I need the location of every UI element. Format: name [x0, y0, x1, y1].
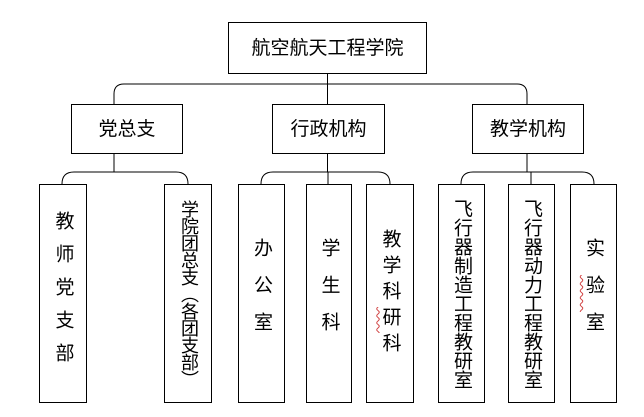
- teaching-research-label: 教学科研科: [380, 229, 402, 359]
- root-box: 航空航天工程学院: [228, 22, 427, 74]
- laboratory-part-b: 室: [583, 312, 605, 349]
- teaching-research-part-b: 科: [379, 332, 402, 359]
- student-affairs-label: 学生科: [318, 238, 341, 349]
- laboratory-spellcheck-mark: 验: [583, 275, 605, 312]
- aircraft-power-box: 飞行器动力工程教研室: [508, 184, 555, 403]
- root-label: 航空航天工程学院: [251, 36, 404, 59]
- teacher-party-branch-box: 教师党支部: [39, 184, 87, 403]
- laboratory-text: 实验室: [583, 238, 605, 349]
- aircraft-manufacturing-label: 飞行器制造工程教研室: [451, 198, 473, 389]
- youth-league-label: 学院团总支（各团支部）: [178, 200, 199, 387]
- aircraft-manufacturing-box: 飞行器制造工程教研室: [438, 184, 485, 403]
- teaching-research-text: 教学科研科: [380, 229, 402, 359]
- teaching-research-box: 教学科研科: [366, 184, 414, 403]
- laboratory-part-a: 实: [583, 238, 605, 275]
- connector-admin-bar: [260, 171, 391, 185]
- party-committee-box: 党总支: [71, 104, 183, 154]
- laboratory-label: 实验室: [583, 238, 605, 349]
- teacher-party-branch-label: 教师党支部: [52, 211, 75, 376]
- youth-league-box: 学院团总支（各团支部）: [164, 184, 212, 403]
- administration-box: 行政机构: [272, 104, 385, 154]
- office-box: 办公室: [238, 184, 285, 403]
- aircraft-power-label: 飞行器动力工程教研室: [521, 198, 543, 389]
- connector-teach-bar: [460, 171, 595, 185]
- teaching-label: 教学机构: [489, 117, 566, 140]
- teaching-research-spellcheck-mark: 研: [379, 306, 402, 333]
- party-committee-label: 党总支: [98, 117, 156, 140]
- connector-level2-bar: [113, 83, 528, 104]
- laboratory-box: 实验室: [570, 184, 617, 403]
- administration-label: 行政机构: [290, 117, 367, 140]
- office-label: 办公室: [251, 238, 273, 349]
- teaching-box: 教学机构: [472, 104, 584, 154]
- teaching-research-part-a: 教学科: [379, 228, 402, 307]
- student-affairs-box: 学生科: [306, 184, 352, 403]
- connector-party-bar: [61, 171, 189, 185]
